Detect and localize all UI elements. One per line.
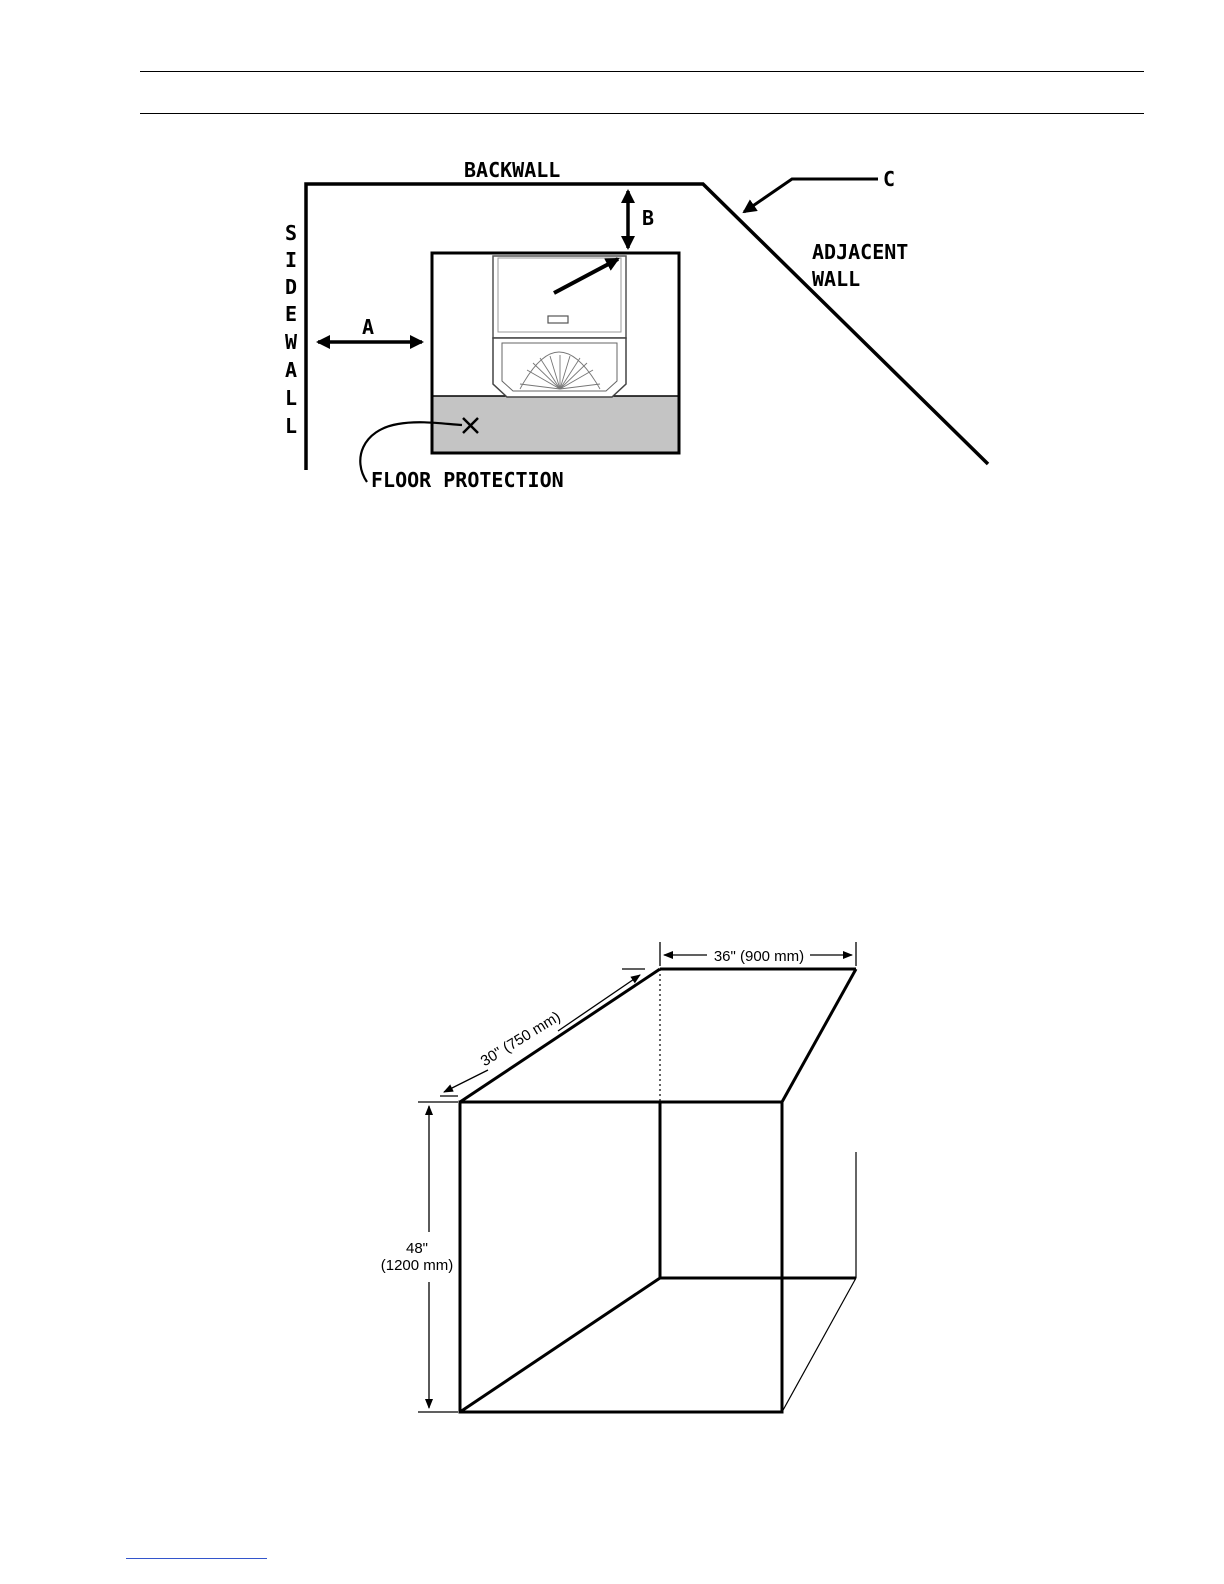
clearance-box-diagram: 36" (900 mm) 30" (750 mm) 48" (1200 mm) — [0, 900, 1224, 1500]
stove-illustration — [493, 256, 626, 397]
svg-text:D: D — [285, 275, 297, 299]
clearance-diagram: A B C BACKWALL ADJACENT WALL S I D E W A… — [0, 0, 1224, 520]
backwall-label: BACKWALL — [464, 158, 560, 182]
floor-protection-label: FLOOR PROTECTION — [371, 468, 564, 492]
svg-text:L: L — [285, 414, 297, 438]
svg-text:L: L — [285, 386, 297, 410]
svg-text:E: E — [285, 302, 297, 326]
adjacent-wall-label-line1: ADJACENT — [812, 240, 908, 264]
svg-text:I: I — [285, 248, 297, 272]
svg-text:A: A — [285, 358, 297, 382]
width-dimension-label: 36" (900 mm) — [714, 948, 804, 965]
svg-text:S: S — [285, 221, 297, 245]
svg-text:W: W — [285, 330, 298, 354]
adjacent-wall-label-line2: WALL — [812, 267, 860, 291]
footer-link-underline[interactable] — [126, 1558, 267, 1559]
label-b: B — [642, 206, 654, 230]
label-a: A — [362, 315, 374, 339]
label-c: C — [883, 167, 895, 191]
height-dimension-label-line2: (1200 mm) — [381, 1257, 454, 1274]
label-c-leader — [744, 179, 878, 212]
sidewall-label: S I D E W A L L — [285, 221, 298, 438]
height-dimension-label-line1: 48" — [406, 1240, 428, 1257]
